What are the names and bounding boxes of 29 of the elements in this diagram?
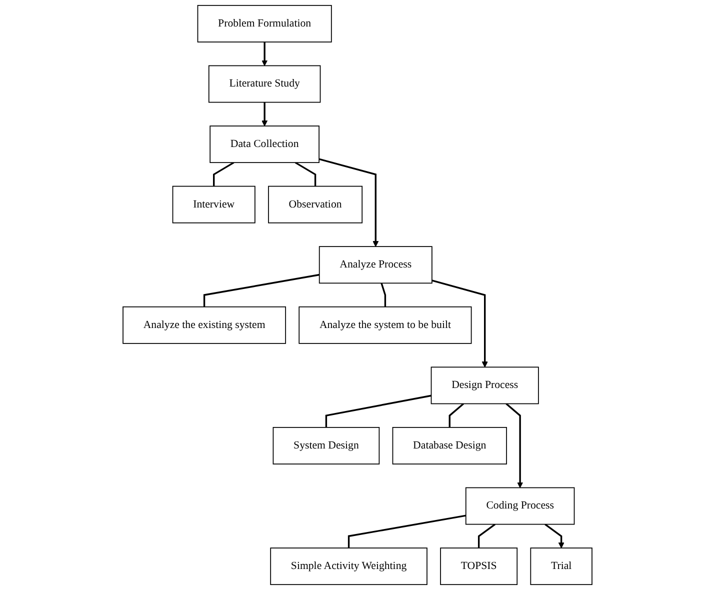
connector	[325, 394, 432, 428]
connector	[294, 162, 316, 186]
connector	[448, 403, 464, 428]
node-box: Literature Study	[208, 65, 321, 103]
connector	[478, 524, 496, 548]
node-box: System Design	[272, 427, 380, 464]
arrow	[262, 42, 268, 66]
connector	[213, 162, 234, 186]
node-box: Design Process	[430, 366, 539, 404]
connector	[348, 514, 466, 548]
node-box: Analyze the existing system	[122, 306, 286, 344]
node-box: Interview	[172, 186, 256, 224]
node-box: Analyze the system to be built	[298, 306, 472, 344]
arrow	[262, 102, 268, 126]
node-box: Simple Activity Weighting	[270, 548, 428, 586]
node-box: Data Collection	[210, 126, 320, 163]
node-box: Trial	[530, 548, 592, 586]
arrow	[544, 524, 564, 548]
connector	[203, 274, 320, 307]
node-box: Analyze Process	[318, 246, 432, 284]
arrow	[432, 280, 488, 368]
arrow	[506, 403, 524, 488]
node-box: TOPSIS	[440, 548, 518, 586]
connector	[380, 282, 386, 307]
arrow	[318, 158, 379, 247]
node-box: Database Design	[392, 427, 507, 464]
node-box: Observation	[268, 186, 363, 224]
node-box: Problem Formulation	[197, 4, 332, 42]
node-box: Coding Process	[465, 487, 575, 525]
